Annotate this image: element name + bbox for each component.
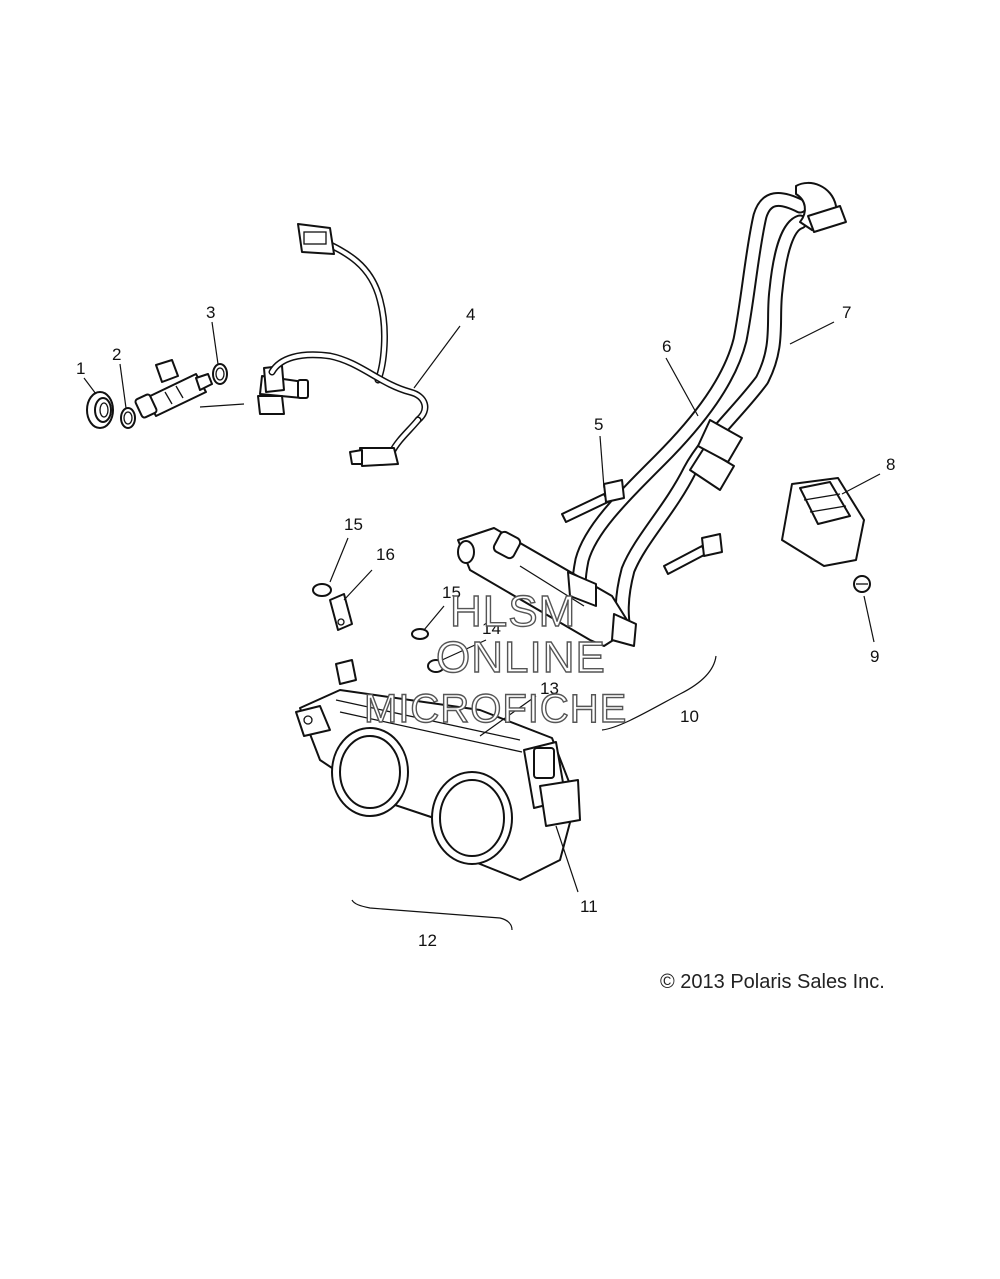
callout-4: 4 (466, 305, 475, 324)
callout-7: 7 (842, 303, 851, 322)
callout-3: 3 (206, 303, 215, 322)
fuel-injector-right (257, 365, 309, 415)
part-12-throttle-body (295, 659, 577, 881)
part-11-sensor (523, 741, 581, 827)
callout-15-upper: 15 (344, 515, 363, 534)
callout-9: 9 (870, 647, 879, 666)
part-16-clip (329, 593, 353, 631)
hose-fittings (795, 181, 847, 233)
part-7-fuel-hose (614, 214, 808, 638)
watermark-line-1: HLSM (450, 587, 576, 636)
callout-15-lower: 15 (442, 583, 461, 602)
part-1-seal (86, 391, 114, 429)
watermark-line-2: ONLINE (436, 633, 606, 682)
callout-8: 8 (886, 455, 895, 474)
copyright-notice: © 2013 Polaris Sales Inc. (660, 971, 885, 993)
part-4-wire-harness (268, 223, 429, 467)
callout-14: 14 (482, 619, 501, 638)
callout-13: 13 (540, 679, 559, 698)
callout-1: 1 (76, 359, 85, 378)
part-9-screw (853, 575, 871, 593)
callout-16: 16 (376, 545, 395, 564)
watermark: HLSM ONLINE MICROFICHE (363, 586, 627, 731)
part-14-clip (427, 659, 445, 673)
callout-6: 6 (662, 337, 671, 356)
part-10-fuel-rail (457, 527, 637, 647)
callout-11: 11 (580, 897, 598, 916)
fuel-injector-left (134, 359, 245, 419)
callouts: 1 2 3 4 5 6 7 8 9 10 11 12 13 14 15 15 1… (76, 303, 895, 950)
part-8-bracket (781, 477, 865, 567)
callout-12: 12 (418, 931, 437, 950)
callout-10: 10 (680, 707, 699, 726)
part-5-bolt (561, 479, 625, 523)
part-3-o-ring (212, 363, 228, 385)
leader-lines (83, 321, 881, 931)
callout-2: 2 (112, 345, 121, 364)
part-15-screw (312, 583, 332, 597)
watermark-line-3: MICROFICHE (364, 687, 627, 731)
part-5-bolt-2 (663, 533, 723, 575)
callout-5: 5 (594, 415, 603, 434)
part-6-fuel-hose (571, 192, 808, 608)
part-2-o-ring (120, 407, 136, 429)
part-15-screw-2 (411, 628, 429, 640)
